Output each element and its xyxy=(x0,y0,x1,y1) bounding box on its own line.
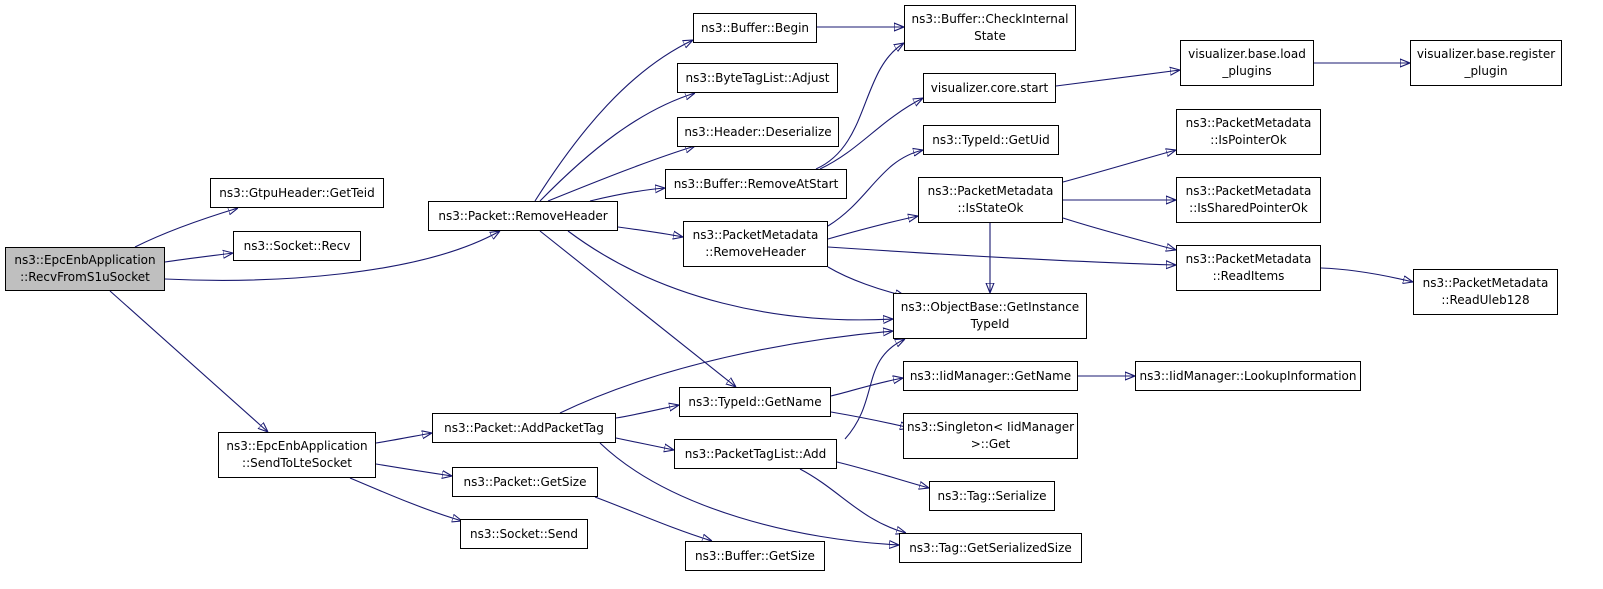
node-pkt-removeheader[interactable]: ns3::Packet::RemoveHeader xyxy=(428,201,618,231)
edge-pm_removeheader-to-pm_isstateok xyxy=(827,216,918,240)
edge-pkt_removeheader-to-typeid_getname xyxy=(539,230,736,387)
edge-pkt_removeheader-to-header_deser xyxy=(547,146,695,202)
node-typeid-getname[interactable]: ns3::TypeId::GetName xyxy=(679,387,831,417)
edge-pm_readitems-to-pm_readuleb128 xyxy=(1320,267,1413,282)
node-iid-lookupinfo[interactable]: ns3::IidManager::LookupInformation xyxy=(1135,361,1361,391)
node-vis-base-registerplugin[interactable]: visualizer.base.register _plugin xyxy=(1410,40,1562,86)
edge-pkt_removeheader-to-bytetag_adjust xyxy=(539,93,695,202)
node-pm-issharedpointerok[interactable]: ns3::PacketMetadata ::IsSharedPointerOk xyxy=(1176,177,1321,223)
node-header-deser[interactable]: ns3::Header::Deserialize xyxy=(677,117,839,147)
edge-typeid_getname-to-singleton_get xyxy=(830,411,910,428)
node-pm-ispointerok[interactable]: ns3::PacketMetadata ::IsPointerOk xyxy=(1176,109,1321,155)
edge-pm_removeheader-to-pm_readitems xyxy=(827,246,1176,265)
node-iid-getname[interactable]: ns3::IidManager::GetName xyxy=(903,361,1078,391)
node-bytetag-adjust[interactable]: ns3::ByteTagList::Adjust xyxy=(677,63,838,93)
node-buf-removeatstart[interactable]: ns3::Buffer::RemoveAtStart xyxy=(665,169,847,199)
node-buf-getsize[interactable]: ns3::Buffer::GetSize xyxy=(685,541,825,571)
edge-ptl_add-to-tag_getserializedsize xyxy=(799,468,906,533)
edge-pm_removeheader-to-typeid_getuid xyxy=(827,150,923,227)
edge-pkt_addpackettag-to-tag_getserializedsize xyxy=(599,442,899,545)
edge-pkt_removeheader-to-pm_removeheader xyxy=(617,226,683,237)
edge-pkt_addpackettag-to-ob_getinstancetypeid xyxy=(559,331,893,414)
node-send-lte[interactable]: ns3::EpcEnbApplication ::SendToLteSocket xyxy=(218,432,376,478)
edge-recv_s1u-to-pkt_removeheader xyxy=(164,231,500,281)
node-recv-s1u[interactable]: ns3::EpcEnbApplication ::RecvFromS1uSock… xyxy=(5,247,165,291)
node-typeid-getuid[interactable]: ns3::TypeId::GetUid xyxy=(923,125,1059,155)
node-pkt-addpackettag[interactable]: ns3::Packet::AddPacketTag xyxy=(432,413,616,443)
node-pm-readuleb128[interactable]: ns3::PacketMetadata ::ReadUleb128 xyxy=(1413,269,1558,315)
edge-ptl_add-to-tag_serialize xyxy=(836,461,929,488)
node-socket-send[interactable]: ns3::Socket::Send xyxy=(460,519,588,549)
edge-typeid_getname-to-iid_getname xyxy=(830,378,903,397)
node-buf-begin[interactable]: ns3::Buffer::Begin xyxy=(693,13,817,43)
edge-buf_removeatstart-to-vis_core_start xyxy=(819,98,923,170)
edge-pkt_removeheader-to-buf_removeatstart xyxy=(589,188,665,202)
edge-pm_isstateok-to-pm_ispointerok xyxy=(1062,150,1176,183)
node-ob-getinstancetypeid[interactable]: ns3::ObjectBase::GetInstance TypeId xyxy=(893,293,1087,339)
edge-pkt_removeheader-to-ob_getinstancetypeid xyxy=(567,230,893,320)
node-pm-readitems[interactable]: ns3::PacketMetadata ::ReadItems xyxy=(1176,245,1321,291)
edge-pkt_removeheader-to-buf_begin xyxy=(534,40,693,202)
edge-send_lte-to-pkt_getsize xyxy=(375,463,452,476)
edge-buf_removeatstart-to-buf_checkinternal xyxy=(815,43,904,170)
node-pm-isstateok[interactable]: ns3::PacketMetadata ::IsStateOk xyxy=(918,177,1063,223)
node-ptl-add[interactable]: ns3::PacketTagList::Add xyxy=(674,439,837,469)
node-vis-core-start[interactable]: visualizer.core.start xyxy=(923,73,1056,103)
edge-recv_s1u-to-socket_recv xyxy=(164,253,233,263)
node-tag-serialize[interactable]: ns3::Tag::Serialize xyxy=(929,481,1055,511)
edge-send_lte-to-pkt_addpackettag xyxy=(375,433,432,444)
node-pm-removeheader[interactable]: ns3::PacketMetadata ::RemoveHeader xyxy=(683,221,828,267)
node-pkt-getsize[interactable]: ns3::Packet::GetSize xyxy=(452,467,598,497)
node-vis-base-loadplugins[interactable]: visualizer.base.load _plugins xyxy=(1180,40,1314,86)
edge-pm_removeheader-to-ob_getinstancetypeid xyxy=(827,266,905,296)
edge-pkt_getsize-to-buf_getsize xyxy=(594,496,712,541)
edge-ptl_add-to-ob_getinstancetypeid xyxy=(844,339,905,440)
edge-recv_s1u-to-send_lte xyxy=(109,290,268,432)
node-singleton-get[interactable]: ns3::Singleton< IidManager >::Get xyxy=(903,413,1078,459)
edge-send_lte-to-socket_send xyxy=(349,477,462,521)
edge-vis_core_start-to-vis_base_loadplugins xyxy=(1055,70,1180,87)
edge-pkt_addpackettag-to-typeid_getname xyxy=(615,405,679,419)
edge-pkt_addpackettag-to-ptl_add xyxy=(615,437,674,450)
node-gtpu-teid[interactable]: ns3::GtpuHeader::GetTeid xyxy=(210,178,384,208)
node-buf-checkinternal[interactable]: ns3::Buffer::CheckInternal State xyxy=(904,5,1076,51)
edge-recv_s1u-to-gtpu_teid xyxy=(134,208,238,248)
edge-pm_isstateok-to-pm_readitems xyxy=(1062,217,1176,250)
node-tag-getserializedsize[interactable]: ns3::Tag::GetSerializedSize xyxy=(899,533,1082,563)
node-socket-recv[interactable]: ns3::Socket::Recv xyxy=(233,231,361,261)
